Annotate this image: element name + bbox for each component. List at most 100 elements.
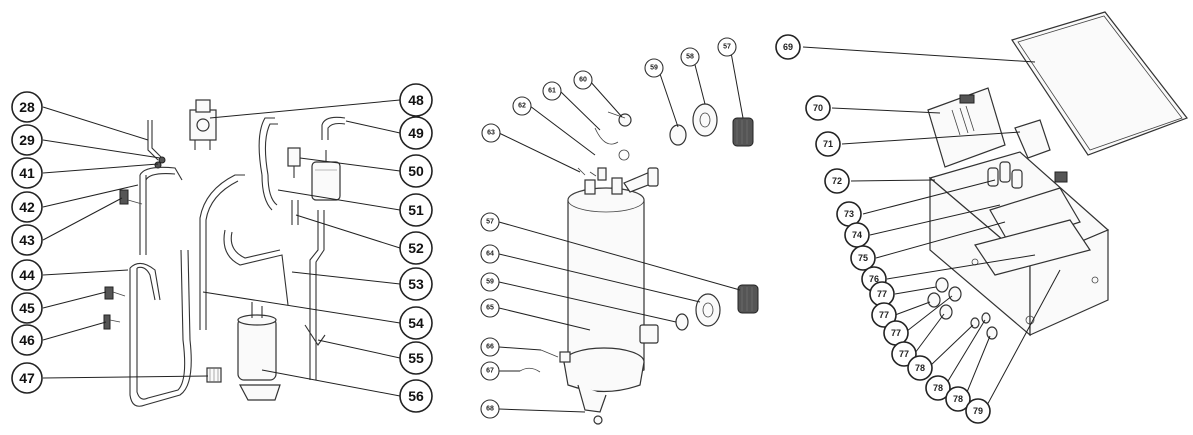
svg-text:78: 78 [915, 363, 925, 373]
callout-75: 75 [850, 245, 876, 271]
svg-text:78: 78 [953, 394, 963, 404]
svg-text:29: 29 [19, 132, 35, 148]
svg-text:45: 45 [19, 300, 35, 316]
svg-text:73: 73 [844, 209, 854, 219]
callout-71: 71 [815, 131, 841, 157]
svg-text:57: 57 [486, 219, 494, 226]
svg-text:77: 77 [891, 328, 901, 338]
compressor-part [237, 302, 281, 401]
svg-text:52: 52 [408, 240, 424, 256]
callout-57-lower: 57 [480, 212, 500, 232]
callout-46: 46 [11, 324, 43, 356]
svg-text:55: 55 [408, 350, 424, 366]
accumulator-part [287, 147, 341, 201]
svg-text:56: 56 [408, 388, 424, 404]
svg-text:68: 68 [486, 406, 494, 413]
callout-54: 54 [399, 306, 433, 340]
callout-56: 56 [399, 379, 433, 413]
svg-text:67: 67 [486, 368, 494, 375]
svg-text:65: 65 [486, 305, 494, 312]
svg-text:43: 43 [19, 232, 35, 248]
callout-45: 45 [11, 292, 43, 324]
callout-53: 53 [399, 267, 433, 301]
callout-59-lower: 59 [480, 272, 500, 292]
svg-text:51: 51 [408, 202, 424, 218]
svg-text:50: 50 [408, 163, 424, 179]
callout-64: 64 [480, 244, 500, 264]
svg-text:77: 77 [877, 289, 887, 299]
callout-70: 70 [805, 95, 831, 121]
callout-41: 41 [11, 157, 43, 189]
four-way-valve-part [189, 99, 217, 150]
svg-text:72: 72 [832, 176, 842, 186]
callout-55: 55 [399, 341, 433, 375]
callout-50: 50 [399, 154, 433, 188]
callout-43: 43 [11, 224, 43, 256]
callout-57-upper: 57 [717, 37, 737, 57]
svg-text:46: 46 [19, 332, 35, 348]
callout-47: 47 [11, 362, 43, 394]
svg-text:78: 78 [933, 383, 943, 393]
callout-68: 68 [480, 399, 500, 419]
callout-61: 61 [542, 81, 562, 101]
callout-79: 79 [965, 398, 991, 424]
callout-49: 49 [399, 116, 433, 150]
svg-text:77: 77 [899, 349, 909, 359]
electric-box-assembly [927, 11, 1188, 340]
callout-77-d: 77 [891, 341, 917, 367]
callout-63: 63 [481, 123, 501, 143]
svg-text:77: 77 [879, 310, 889, 320]
svg-text:71: 71 [823, 139, 833, 149]
svg-text:70: 70 [813, 103, 823, 113]
svg-text:63: 63 [487, 130, 495, 137]
svg-text:59: 59 [650, 65, 658, 72]
callout-69: 69 [775, 34, 801, 60]
svg-text:60: 60 [579, 77, 587, 84]
cap-upper-part [732, 117, 754, 147]
svg-text:41: 41 [19, 165, 35, 181]
callout-59-upper: 59 [644, 58, 664, 78]
svg-text:61: 61 [548, 88, 556, 95]
callout-51: 51 [399, 193, 433, 227]
callout-78-b: 78 [925, 375, 951, 401]
callout-73: 73 [836, 201, 862, 227]
svg-text:76: 76 [869, 274, 879, 284]
svg-text:48: 48 [408, 92, 424, 108]
callout-60: 60 [573, 70, 593, 90]
callout-62: 62 [512, 96, 532, 116]
svg-text:47: 47 [19, 370, 35, 386]
tank-assembly [519, 103, 759, 425]
svg-text:44: 44 [19, 267, 35, 283]
svg-text:64: 64 [486, 251, 494, 258]
svg-text:57: 57 [723, 44, 731, 51]
callout-58: 58 [680, 47, 700, 67]
svg-text:62: 62 [518, 103, 526, 110]
callout-72: 72 [824, 168, 850, 194]
svg-text:28: 28 [19, 99, 35, 115]
cap-lower-part [737, 284, 759, 314]
callout-65: 65 [480, 298, 500, 318]
callout-74: 74 [844, 222, 870, 248]
callout-28: 28 [11, 91, 43, 123]
svg-text:49: 49 [408, 125, 424, 141]
svg-text:54: 54 [408, 315, 424, 331]
svg-text:66: 66 [486, 344, 494, 351]
svg-text:75: 75 [858, 253, 868, 263]
svg-text:74: 74 [852, 230, 862, 240]
callout-78-a: 78 [907, 355, 933, 381]
callout-42: 42 [11, 191, 43, 223]
piping-assembly [103, 99, 346, 407]
callout-77-b: 77 [871, 302, 897, 328]
callout-29: 29 [11, 124, 43, 156]
svg-text:79: 79 [973, 406, 983, 416]
svg-text:58: 58 [686, 54, 694, 61]
callout-78-c: 78 [945, 386, 971, 412]
svg-text:53: 53 [408, 276, 424, 292]
callout-48: 48 [399, 83, 433, 117]
svg-text:59: 59 [486, 279, 494, 286]
callout-67: 67 [480, 361, 500, 381]
callout-66: 66 [480, 337, 500, 357]
svg-text:42: 42 [19, 199, 35, 215]
callout-44: 44 [11, 259, 43, 291]
